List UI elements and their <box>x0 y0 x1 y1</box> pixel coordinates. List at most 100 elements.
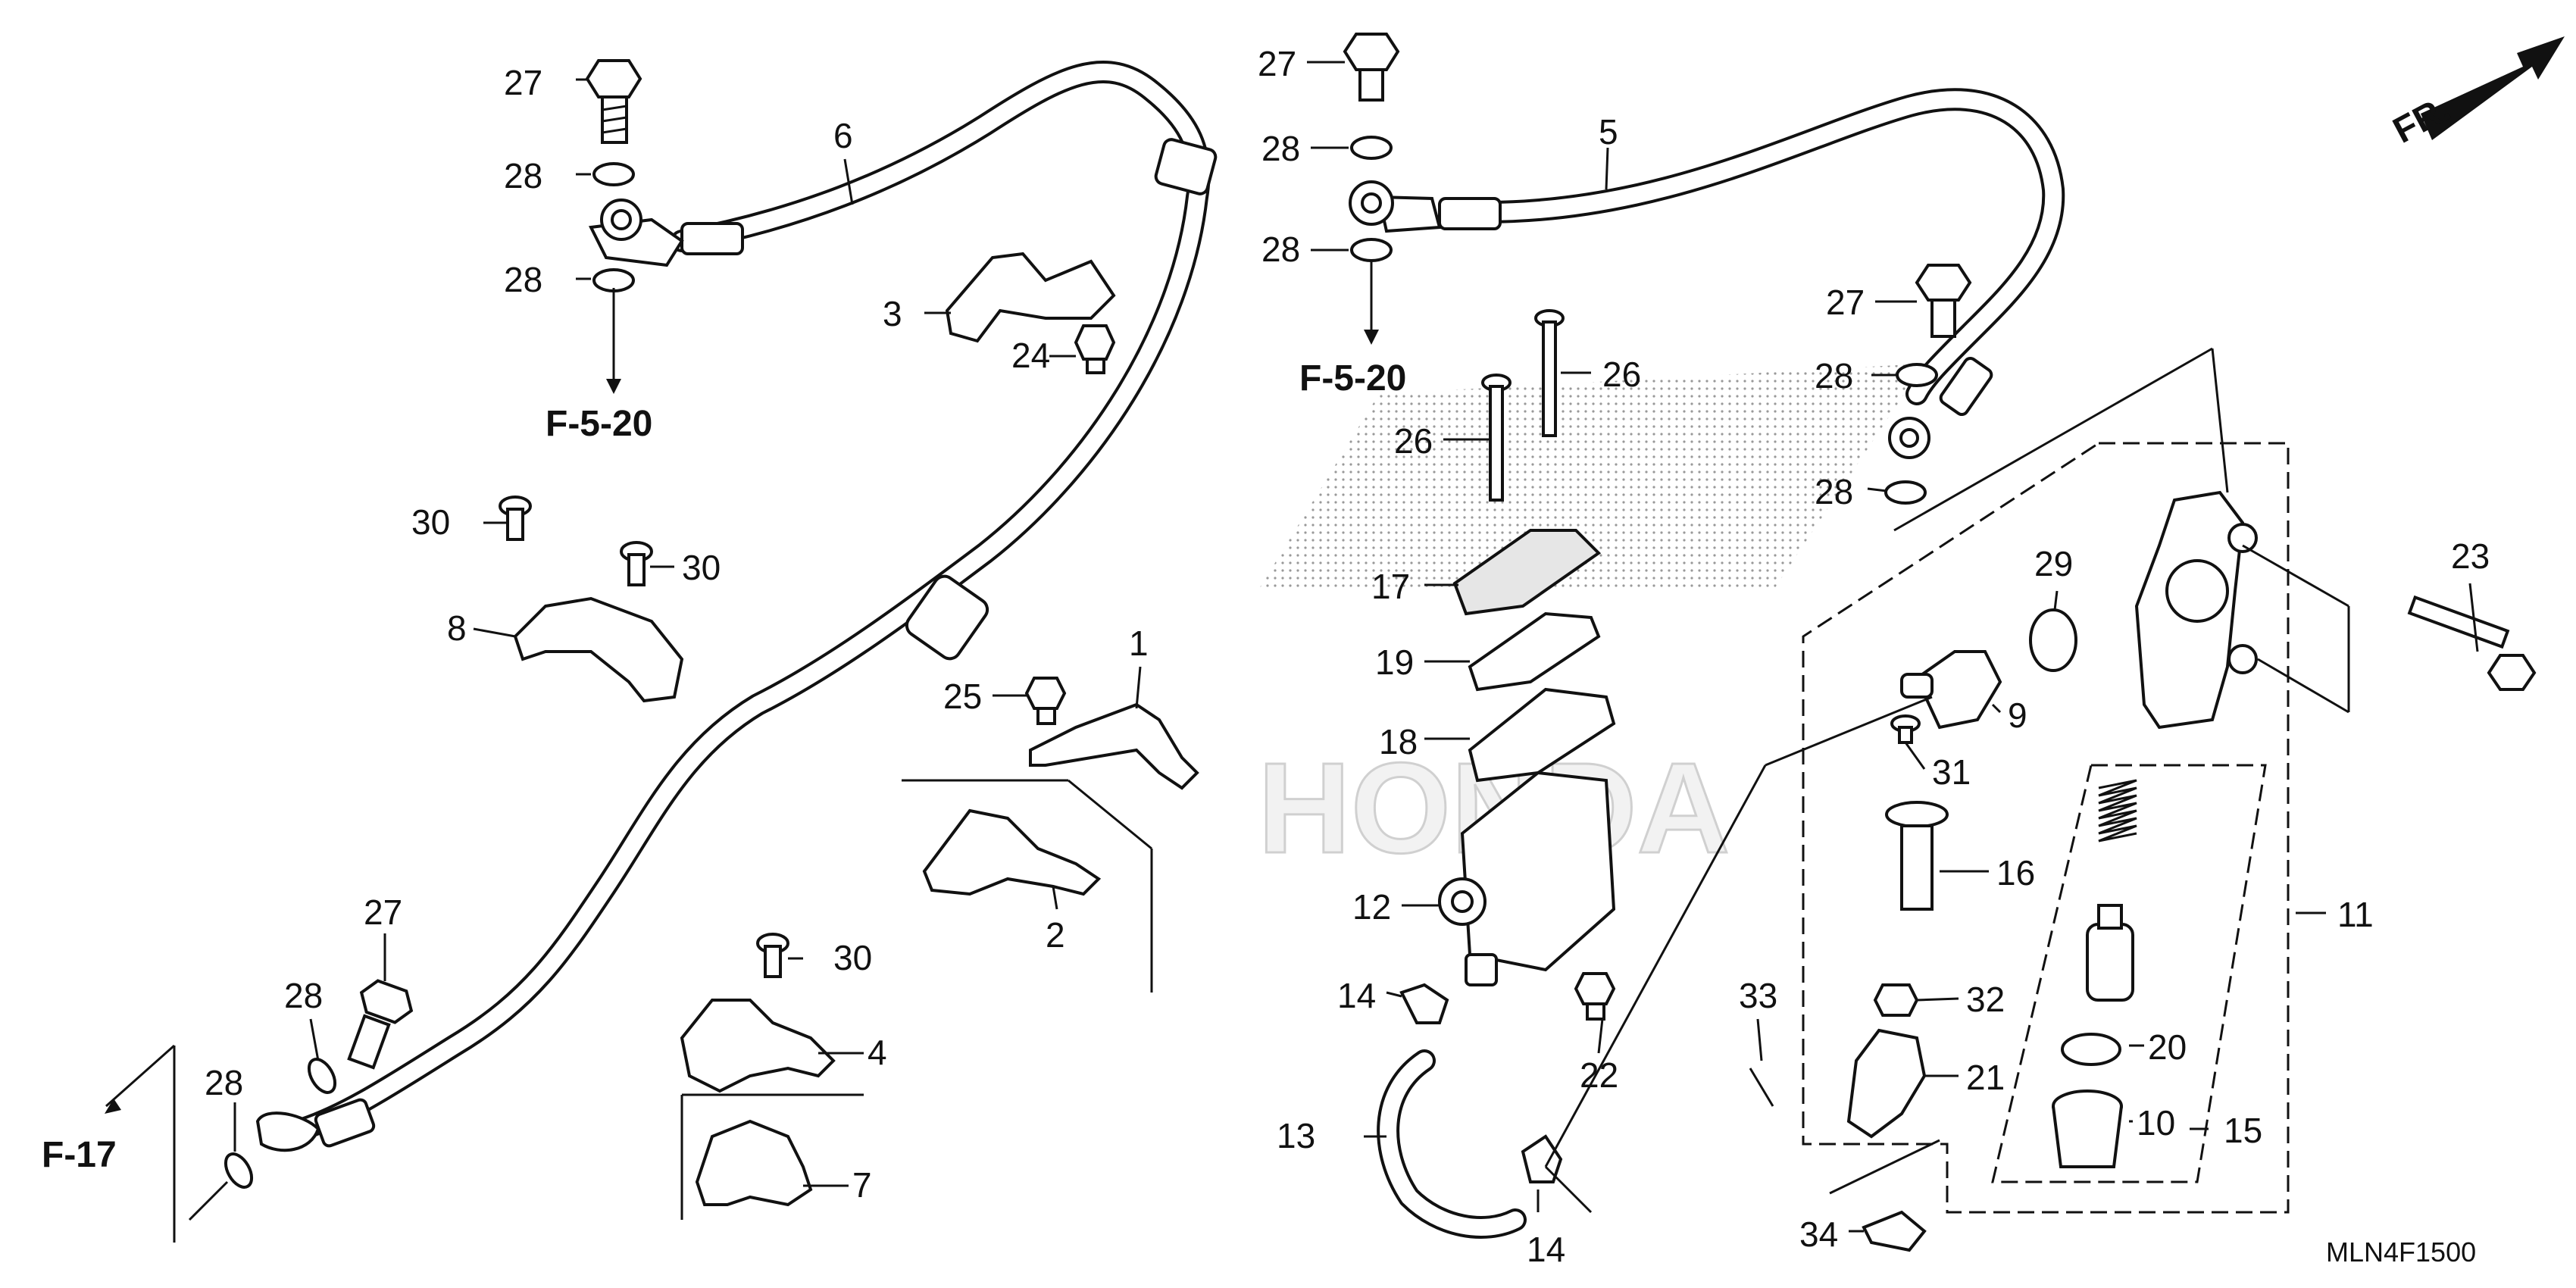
pin-34 <box>1862 1210 1927 1252</box>
callout: 3 <box>883 294 902 333</box>
callout: 9 <box>2008 696 2027 735</box>
washer-28-d <box>224 1152 254 1189</box>
callout: 28 <box>504 156 542 195</box>
washer-28-h <box>1884 480 1927 505</box>
callout: 27 <box>504 63 542 102</box>
callout: 16 <box>1996 853 2035 893</box>
callout: 7 <box>852 1165 872 1205</box>
banjo-bolt-27-top-right <box>1343 33 1400 102</box>
circlip-20 <box>2061 1033 2121 1066</box>
callout: 28 <box>1261 230 1300 269</box>
callout: 31 <box>1932 752 1971 792</box>
banjo-bolt-27-top-left <box>585 59 642 144</box>
hose-clip-14-bottom <box>1521 1134 1563 1183</box>
callout: 28 <box>504 260 542 299</box>
callout: 4 <box>868 1033 887 1072</box>
callout: 30 <box>833 938 872 977</box>
callout: 15 <box>2224 1111 2262 1150</box>
ref-f-17: F-17 <box>42 1135 117 1175</box>
callout: 24 <box>1011 336 1050 375</box>
callout: 13 <box>1277 1116 1315 1155</box>
callout: 33 <box>1739 976 1777 1015</box>
callout: 14 <box>1337 976 1376 1015</box>
callout: 25 <box>943 677 982 716</box>
callout: 22 <box>1580 1055 1618 1095</box>
callout: 28 <box>1815 472 1853 511</box>
washer-28-g <box>1896 363 1938 387</box>
callout: 26 <box>1394 421 1433 461</box>
callout: 11 <box>2337 895 2374 934</box>
master-cylinder-12 <box>1438 771 1616 986</box>
callout: 19 <box>1375 642 1414 682</box>
brake-hose-6 <box>255 60 1218 1152</box>
reservoir-cap-17 <box>1452 529 1602 616</box>
master-cylinder-body-11 <box>2134 490 2258 730</box>
callout: 6 <box>833 116 853 155</box>
callout: 23 <box>2451 536 2490 576</box>
hose-clamp-3 <box>945 252 1116 343</box>
washer-28-e <box>1350 136 1393 160</box>
spring-kit <box>2098 779 2137 843</box>
callout: 8 <box>447 608 467 648</box>
bracket-8 <box>513 596 684 703</box>
callout: 27 <box>1258 44 1296 83</box>
bolt-22 <box>1574 972 1616 1021</box>
washer-28-c <box>307 1058 337 1094</box>
washer-28-f <box>1350 238 1393 262</box>
callout: 14 <box>1527 1230 1565 1269</box>
callout: 27 <box>1826 283 1865 322</box>
piston-kit <box>2086 904 2134 1002</box>
push-rod-16 <box>1885 801 1949 911</box>
callout: 5 <box>1599 112 1618 152</box>
callout: 30 <box>682 548 721 587</box>
callout: 29 <box>2034 544 2073 583</box>
callout: 1 <box>1129 624 1149 663</box>
brake-hose-5 <box>1349 88 2065 459</box>
o-ring-29 <box>2029 608 2077 672</box>
callout: 12 <box>1352 887 1391 927</box>
callout: 2 <box>1046 915 1065 955</box>
diagram-code: MLN4F1500 <box>2326 1236 2476 1268</box>
callout: 28 <box>1815 356 1853 395</box>
callout: 30 <box>411 502 450 542</box>
ref-f-5-20-left: F-5-20 <box>546 404 652 444</box>
callout: 17 <box>1371 567 1410 606</box>
hose-clamp-7 <box>680 1093 864 1220</box>
banjo-bolt-27-right <box>1915 264 1972 338</box>
washer-28-b <box>592 268 635 292</box>
washer-28-a <box>592 162 635 186</box>
callout-labels: 27 28 28 6 3 24 30 30 8 25 1 2 27 28 28 … <box>205 44 2490 1269</box>
callout: 34 <box>1799 1215 1838 1254</box>
callout: 27 <box>364 893 402 932</box>
ref-f-5-20-right: F-5-20 <box>1299 358 1406 399</box>
front-direction-arrow: FR. <box>2387 36 2565 152</box>
screw-30-b <box>620 541 653 586</box>
joint-21 <box>1846 1028 1927 1139</box>
diaphragm-18 <box>1468 687 1616 783</box>
banjo-bolt-27-bottom-left <box>347 979 414 1070</box>
callout: 20 <box>2148 1027 2187 1067</box>
nut-32 <box>1873 983 1919 1017</box>
assembly-outline-15 <box>1991 764 2267 1183</box>
bolt-25 <box>1024 677 1067 725</box>
leader-lines <box>105 61 2479 1243</box>
hose-clamp-4 <box>680 999 836 1093</box>
callout: 28 <box>205 1063 243 1102</box>
boot-10 <box>2052 1089 2123 1168</box>
screw-26-b <box>1534 309 1565 437</box>
hose-clamp-2 <box>902 779 1153 993</box>
callout: 32 <box>1966 980 2005 1019</box>
direction-label: FR. <box>2387 89 2457 152</box>
diaphragm-plate-19 <box>1468 611 1601 692</box>
cotter-pin-33 <box>1749 1068 1774 1107</box>
callout: 26 <box>1602 355 1641 394</box>
screw-26-a <box>1481 374 1512 502</box>
screw-30-c <box>756 933 789 978</box>
callout: 28 <box>1261 129 1300 168</box>
callout: 28 <box>284 976 323 1015</box>
callout: 10 <box>2137 1103 2175 1143</box>
bolt-23 <box>2407 595 2537 691</box>
screw-31 <box>1890 714 1921 744</box>
hose-clip-14-top <box>1399 983 1449 1024</box>
